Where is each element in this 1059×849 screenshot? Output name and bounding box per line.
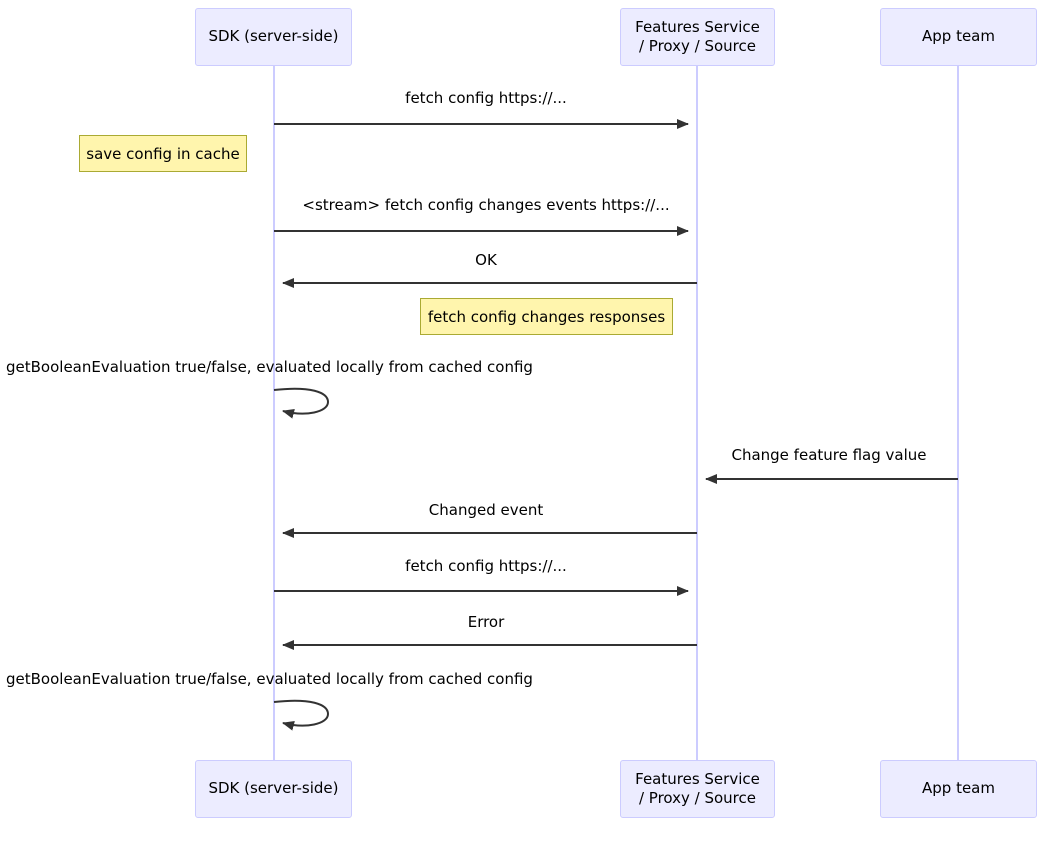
participant-box-features-bottom[interactable]: Features Service / Proxy / Source [620, 760, 775, 818]
participant-label-app-top: App team [922, 27, 995, 46]
participant-box-app-bottom[interactable]: App team [880, 760, 1037, 818]
participant-box-sdk-top[interactable]: SDK (server-side) [195, 8, 352, 66]
message-arrow-m9-self-loop [273, 699, 330, 731]
note-label: save config in cache [86, 144, 240, 163]
message-label-m4: getBooleanEvaluation true/false, evaluat… [6, 358, 533, 376]
message-label-m6: Changed event [428, 501, 544, 519]
message-arrow-m4-self-loop [273, 387, 330, 419]
message-arrows [273, 119, 958, 731]
message-label-m1: fetch config https://... [405, 89, 567, 107]
note-save-config-in-cache: save config in cache [79, 135, 247, 172]
message-label-m8: Error [467, 613, 505, 631]
lifelines [273, 66, 959, 760]
participant-label-sdk-top: SDK (server-side) [208, 27, 339, 46]
participant-label-sdk-bottom: SDK (server-side) [208, 779, 339, 798]
participant-box-app-top[interactable]: App team [880, 8, 1037, 66]
message-label-m2: <stream> fetch config changes events htt… [302, 196, 670, 214]
message-label-m5: Change feature flag value [731, 446, 927, 464]
participant-label-app-bottom: App team [922, 779, 995, 798]
note-label: fetch config changes responses [427, 307, 666, 326]
participant-label-features-top: Features Service / Proxy / Source [635, 17, 760, 55]
participant-box-features-top[interactable]: Features Service / Proxy / Source [620, 8, 775, 66]
participant-label-features-bottom: Features Service / Proxy / Source [635, 769, 760, 807]
participant-box-sdk-bottom[interactable]: SDK (server-side) [195, 760, 352, 818]
note-fetch-config-changes-responses: fetch config changes responses [420, 298, 673, 335]
message-label-m7: fetch config https://... [405, 557, 567, 575]
message-label-m9: getBooleanEvaluation true/false, evaluat… [6, 670, 533, 688]
message-label-m3: OK [475, 251, 497, 269]
